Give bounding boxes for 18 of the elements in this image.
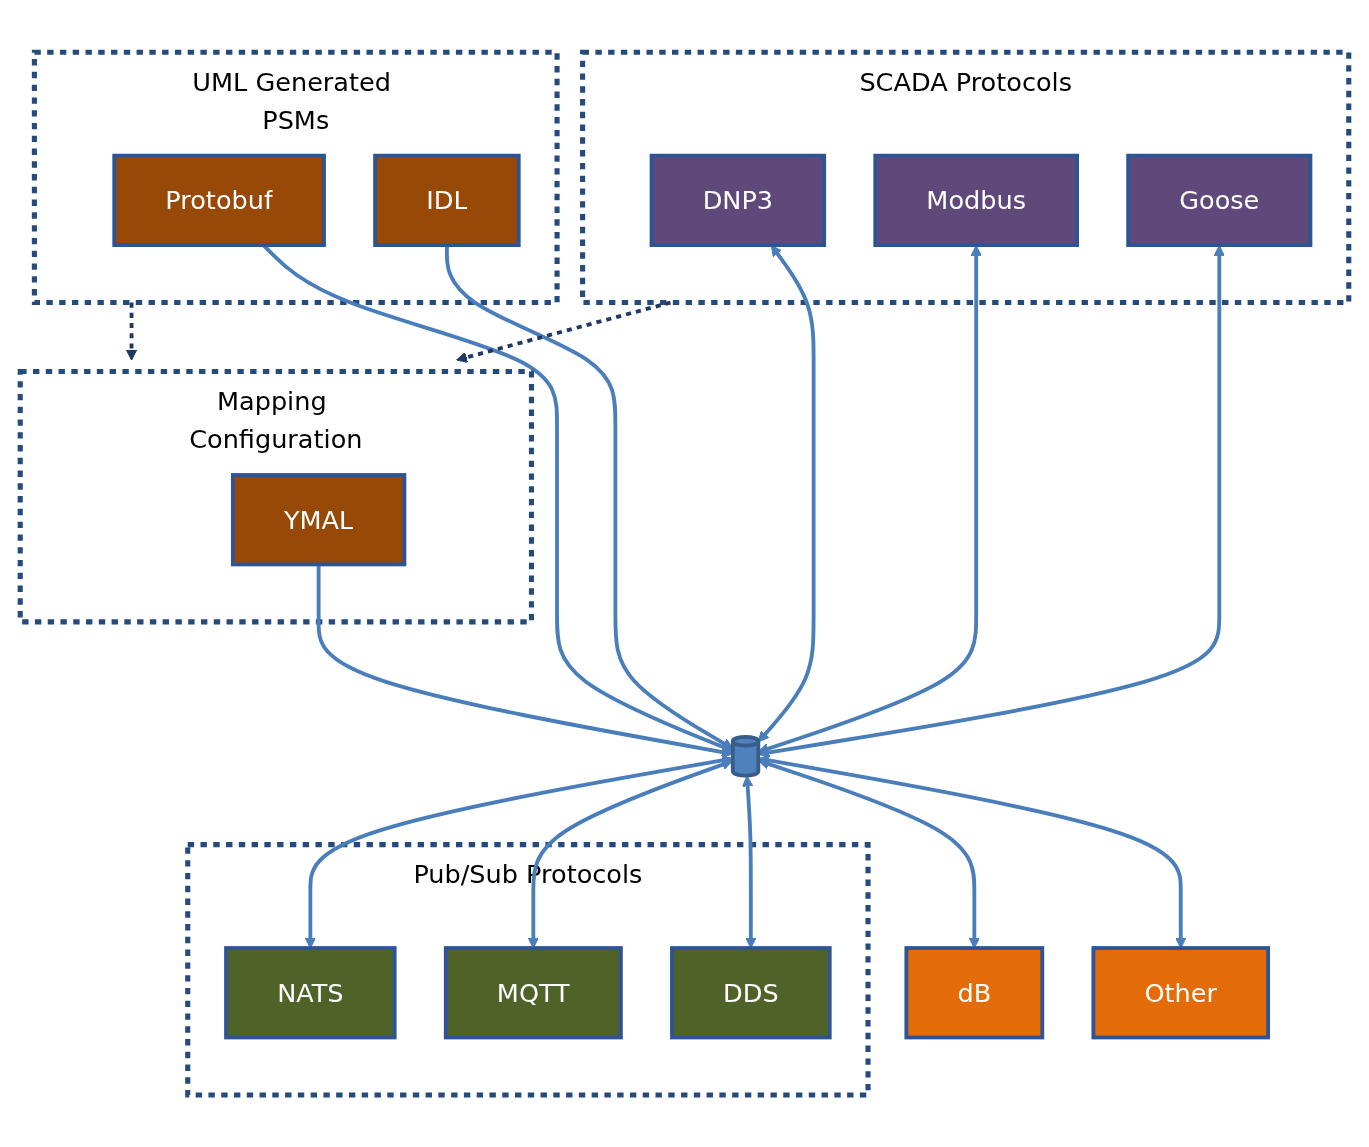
node-box: Goose <box>1126 153 1313 247</box>
node-box: YMAL <box>230 473 407 567</box>
arrow <box>757 245 1225 758</box>
node-box: NATS <box>224 946 397 1040</box>
node-box: DDS <box>670 946 832 1040</box>
arrow <box>456 300 671 363</box>
arrow <box>757 245 982 754</box>
arrow <box>445 245 734 750</box>
node-box: dB <box>904 946 1045 1040</box>
node-box: IDL <box>373 153 521 247</box>
node-box: Other <box>1091 946 1271 1040</box>
arrow <box>316 564 734 758</box>
node-box: Modbus <box>873 153 1079 247</box>
node-box: DNP3 <box>649 153 827 247</box>
node-box: Protobuf <box>112 153 326 247</box>
node-cylinder <box>730 734 761 778</box>
node-box: MQTT <box>443 946 623 1040</box>
arrow <box>125 302 138 361</box>
